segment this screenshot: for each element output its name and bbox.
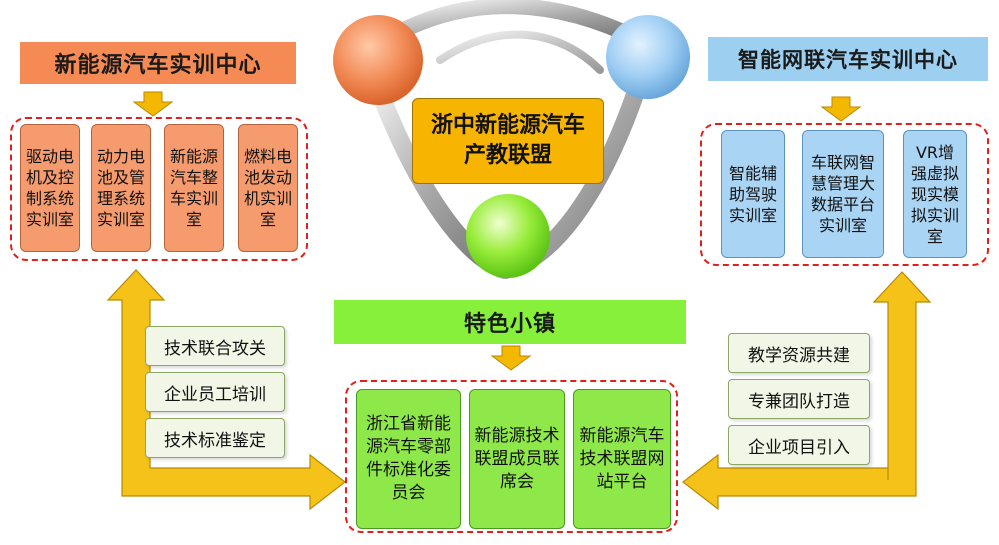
lab-vr: VR增强虚拟现实模拟实训室 xyxy=(903,130,967,258)
right-lab-group xyxy=(700,123,989,266)
town-group xyxy=(345,380,678,533)
town-joint-meeting: 新能源技术联盟成员联席会 xyxy=(469,389,565,529)
left-l-arrow xyxy=(106,269,346,511)
blue-sphere xyxy=(606,15,690,99)
right-l-arrow xyxy=(682,271,932,511)
lab-vehicle: 新能源汽车整车实训室 xyxy=(164,124,224,252)
down-arrow-right xyxy=(820,96,862,122)
town-standard-committee: 浙江省新能源汽车零部件标准化委员会 xyxy=(356,389,461,529)
tag-project-introduction: 企业项目引入 xyxy=(728,425,870,465)
lab-power-battery: 动力电池及管理系统实训室 xyxy=(91,124,151,252)
lab-iov-bigdata: 车联网智慧管理大数据平台实训室 xyxy=(802,130,884,258)
green-sphere xyxy=(466,194,550,278)
tag-resource-sharing: 教学资源共建 xyxy=(728,333,870,373)
town-title: 特色小镇 xyxy=(334,300,686,344)
alliance-title: 浙中新能源汽车产教联盟 xyxy=(412,98,604,184)
lab-drive-motor: 驱动电机及控制系统实训室 xyxy=(20,124,80,252)
lab-smart-driving: 智能辅助驾驶实训室 xyxy=(721,130,785,258)
tag-staff-training: 企业员工培训 xyxy=(145,372,285,412)
tag-standard-appraisal: 技术标准鉴定 xyxy=(145,418,285,458)
tag-team-building: 专兼团队打造 xyxy=(728,379,870,419)
town-website-platform: 新能源汽车技术联盟网站平台 xyxy=(573,389,671,529)
orange-sphere xyxy=(333,15,423,105)
right-center-title: 智能网联汽车实训中心 xyxy=(708,37,988,81)
left-lab-group xyxy=(10,117,308,261)
lab-fuel-cell: 燃料电池发动机实训室 xyxy=(238,124,298,252)
down-arrow-left xyxy=(132,91,174,117)
down-arrow-center xyxy=(490,345,532,371)
tag-joint-research: 技术联合攻关 xyxy=(145,326,285,366)
left-center-title: 新能源汽车实训中心 xyxy=(20,42,296,84)
